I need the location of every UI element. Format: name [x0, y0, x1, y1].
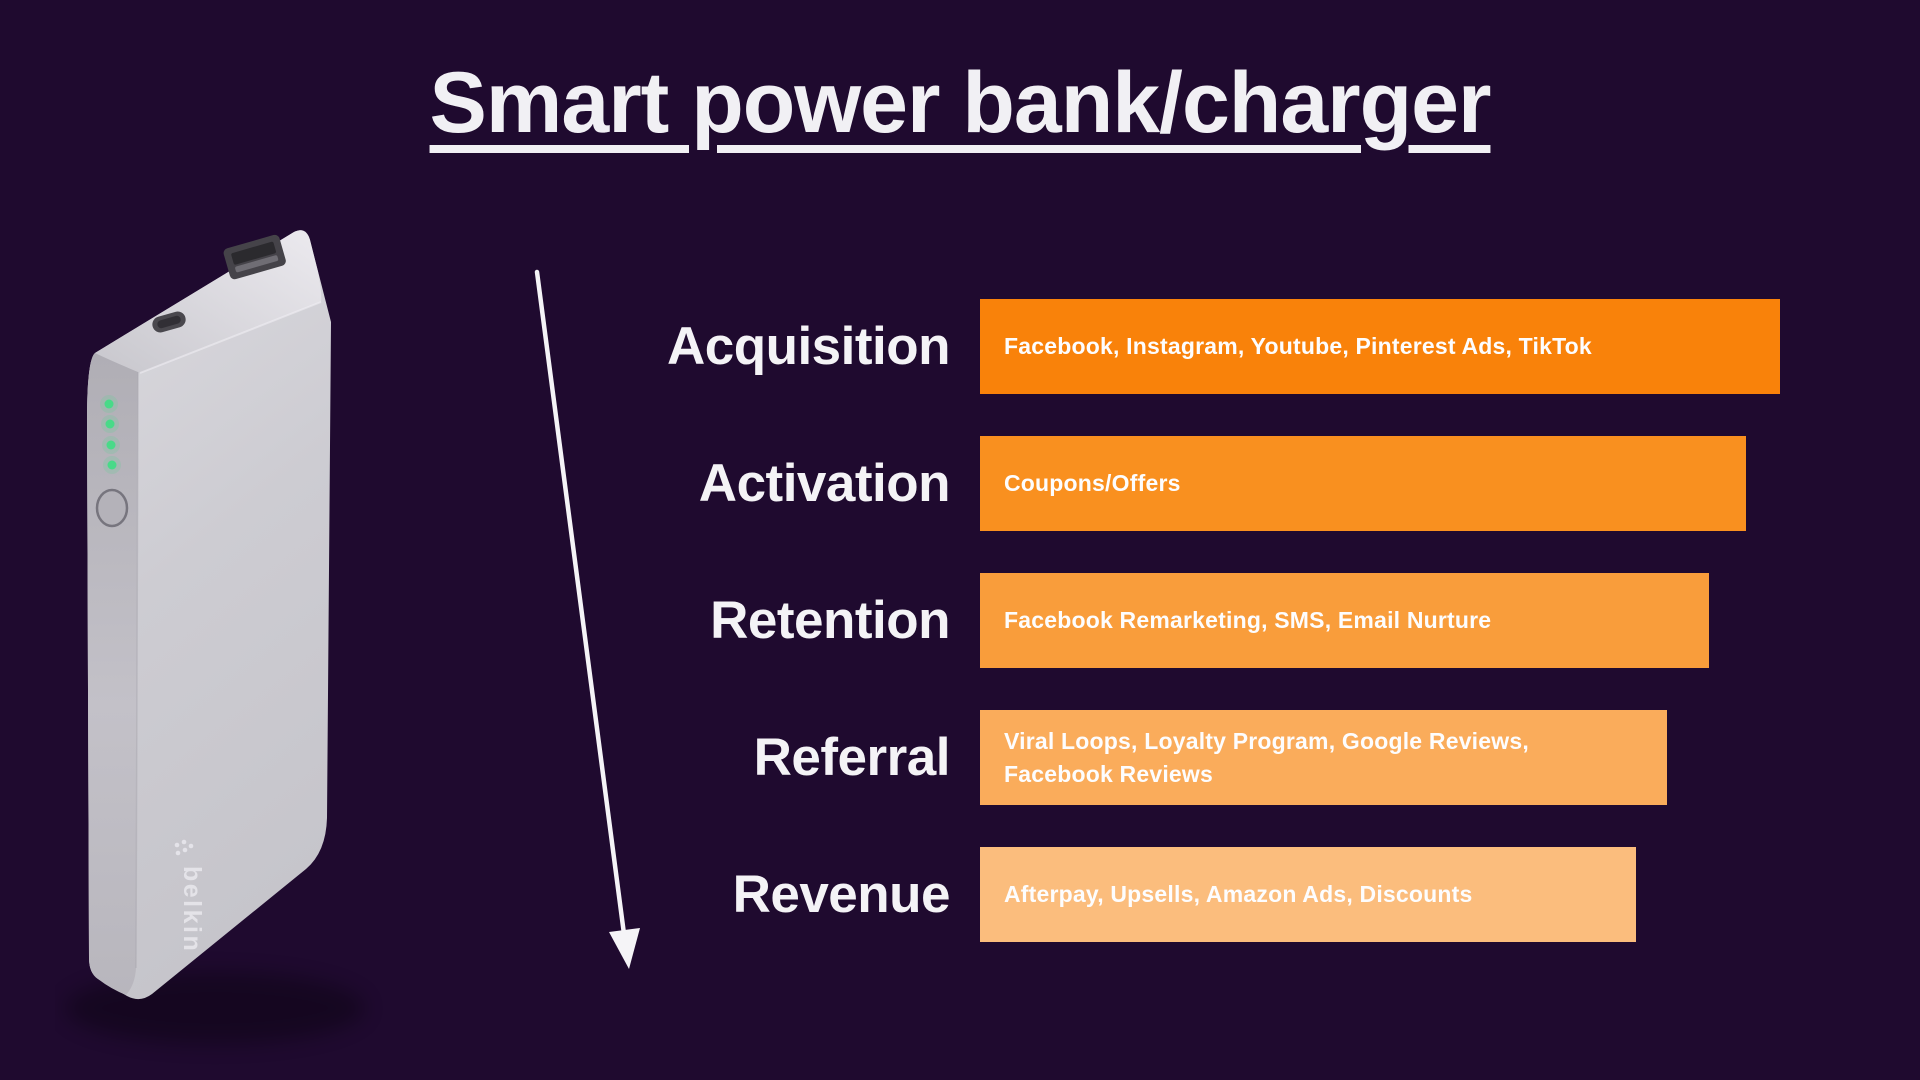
funnel-stage: Retention Facebook Remarketing, SMS, Ema…: [0, 573, 1920, 668]
funnel-stage-bar: Viral Loops, Loyalty Program, Google Rev…: [980, 710, 1667, 805]
funnel-stage-label: Acquisition: [666, 317, 951, 376]
powerbank-front-face: [87, 230, 331, 1000]
power-bank-image: belkin: [65, 230, 365, 1044]
funnel-stage-bar: Facebook Remarketing, SMS, Email Nurture: [980, 573, 1709, 668]
funnel-stage-bar: Facebook, Instagram, Youtube, Pinterest …: [980, 299, 1780, 394]
funnel-stage-channels: Viral Loops, Loyalty Program, Google Rev…: [1004, 728, 1529, 787]
powerbank-crease: [135, 371, 139, 969]
funnel-stage-bar: Coupons/Offers: [980, 436, 1746, 531]
funnel-stage: Acquisition Facebook, Instagram, Youtube…: [0, 299, 1920, 394]
page-title: Smart power bank/charger: [429, 55, 1492, 151]
funnel-stage-label: Retention: [710, 591, 950, 650]
brand-logo: belkin: [174, 839, 206, 953]
funnel-arrow: [534, 269, 640, 969]
funnel-stage-channels: Coupons/Offers: [1004, 470, 1181, 497]
funnel-stage-channels: Afterpay, Upsells, Amazon Ads, Discounts: [1004, 881, 1473, 908]
power-button-icon: [95, 488, 129, 528]
funnel-stage: Referral Viral Loops, Loyalty Program, G…: [0, 710, 1920, 805]
brand-text: belkin: [178, 866, 206, 953]
micro-usb-port-icon: [152, 311, 186, 333]
funnel-stage-label: Revenue: [732, 865, 951, 924]
funnel-stage: Revenue Afterpay, Upsells, Amazon Ads, D…: [0, 847, 1920, 942]
powerbank-ridge-highlight: [139, 301, 322, 374]
led-indicator-icon: [100, 395, 121, 474]
funnel-stage-label: Referral: [753, 728, 951, 787]
funnel-stage-bar: Afterpay, Upsells, Amazon Ads, Discounts: [980, 847, 1636, 942]
funnel-stage-channels: Facebook, Instagram, Youtube, Pinterest …: [1004, 333, 1592, 360]
usb-port-icon: [223, 234, 286, 280]
funnel-stage-channels: Facebook Remarketing, SMS, Email Nurture: [1004, 607, 1492, 634]
arrowhead-icon: [609, 928, 640, 969]
funnel-stage: Activation Coupons/Offers: [0, 436, 1920, 531]
funnel-stage-label: Activation: [698, 454, 951, 513]
